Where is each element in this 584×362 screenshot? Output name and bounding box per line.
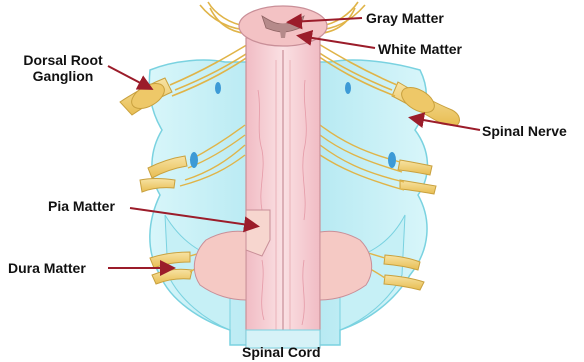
dorsal-root-ganglion-line1: Dorsal Root (8, 52, 118, 68)
dorsal-root-ganglion-line2: Ganglion (8, 68, 118, 84)
gray-matter-label: Gray Matter (366, 10, 444, 26)
spinal-cord-column (246, 38, 320, 348)
spinal-nerve-label: Spinal Nerve (482, 123, 567, 139)
dorsal-root-ganglion-label: Dorsal Root Ganglion (8, 52, 118, 84)
dura-matter-label: Dura Matter (8, 260, 86, 276)
white-matter-label: White Matter (378, 41, 462, 57)
spinal-cord-label: Spinal Cord (242, 344, 321, 360)
pia-matter-label: Pia Matter (48, 198, 115, 214)
cord-cross-section (239, 6, 327, 46)
